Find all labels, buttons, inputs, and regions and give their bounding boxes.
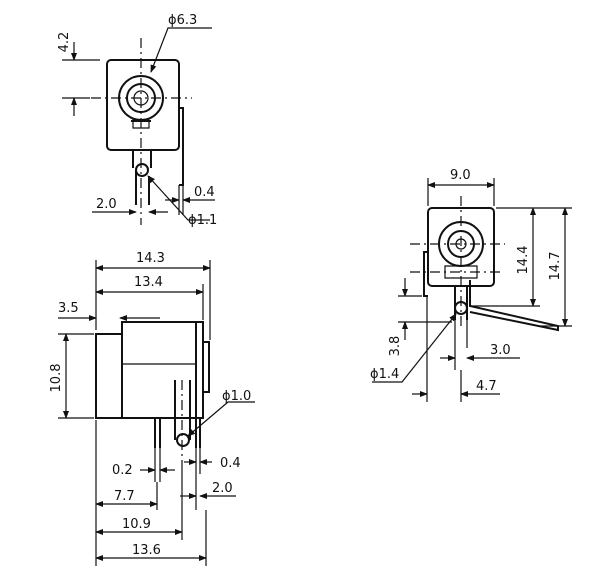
dim-14-4: 14.4 bbox=[516, 246, 531, 275]
dim-2-0-top: 2.0 bbox=[96, 197, 117, 212]
front-view: 9.0 14.4 14.7 3.8 3.0 ϕ1.4 4.7 bbox=[370, 168, 572, 402]
dim-dia-1-4: ϕ1.4 bbox=[370, 367, 399, 382]
dim-dia-6-3: ϕ6.3 bbox=[168, 13, 197, 28]
dim-dia-1-1: ϕ1.1 bbox=[188, 213, 217, 228]
dim-13-4: 13.4 bbox=[134, 275, 163, 290]
dim-2-0-side: 2.0 bbox=[212, 481, 233, 496]
side-view: 14.3 13.4 3.5 10.8 ϕ1.0 0.2 0.4 7.7 bbox=[49, 251, 255, 566]
dim-10-8: 10.8 bbox=[49, 364, 64, 393]
dim-3-5: 3.5 bbox=[58, 301, 79, 316]
dim-3-0: 3.0 bbox=[490, 343, 511, 358]
dim-4-7: 4.7 bbox=[476, 379, 497, 394]
top-side-pin bbox=[179, 107, 184, 186]
side-body-outline bbox=[95, 321, 204, 419]
dim-dia-1-0: ϕ1.0 bbox=[222, 389, 251, 404]
dim-14-7: 14.7 bbox=[548, 252, 563, 281]
side-pin-hole bbox=[176, 433, 190, 447]
top-view: 4.2 ϕ6.3 0.4 2.0 ϕ1.1 bbox=[57, 13, 217, 228]
top-pin-hole bbox=[135, 163, 149, 177]
dim-7-7: 7.7 bbox=[114, 489, 135, 504]
dim-3-8: 3.8 bbox=[388, 336, 403, 357]
dim-4-2: 4.2 bbox=[57, 32, 72, 53]
dim-13-6: 13.6 bbox=[132, 543, 161, 558]
front-side-pin bbox=[469, 280, 559, 332]
top-body-outline bbox=[106, 59, 180, 151]
dim-14-3: 14.3 bbox=[136, 251, 165, 266]
dim-0-4-top: 0.4 bbox=[194, 185, 215, 200]
dim-0-2: 0.2 bbox=[112, 463, 133, 478]
dim-0-4-side: 0.4 bbox=[220, 456, 241, 471]
dim-10-9: 10.9 bbox=[122, 517, 151, 532]
dim-9-0: 9.0 bbox=[450, 168, 471, 183]
